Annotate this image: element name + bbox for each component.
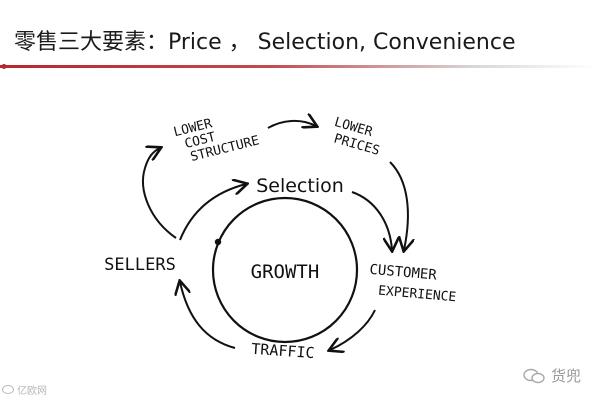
- watermark-logo-icon: [2, 385, 14, 394]
- junction-dot: [214, 238, 222, 246]
- title-underline: [0, 64, 597, 69]
- arrow-sellers-to-lower-cost: [142, 148, 177, 239]
- customer-experience-label: CUSTOMER EXPERIENCE: [369, 262, 457, 306]
- arrow-lower-prices-to-customer: [389, 161, 408, 250]
- arrow-customer-to-traffic: [330, 309, 376, 350]
- arrow-selection-to-customer: [351, 191, 392, 250]
- wechat-icon: [523, 368, 545, 383]
- growth-circle: [211, 196, 359, 344]
- arrow-sellers-to-selection: [179, 184, 246, 241]
- watermark-right: 货兜: [523, 365, 581, 386]
- growth-label: GROWTH: [251, 261, 320, 283]
- watermark-right-text: 货兜: [550, 367, 581, 385]
- customer-line2: EXPERIENCE: [378, 284, 457, 306]
- traffic-label-group: TRAFFIC: [251, 340, 315, 362]
- lower-cost-line2: COST: [183, 130, 217, 152]
- sellers-label: SELLERS: [104, 255, 176, 275]
- arrow-traffic-to-sellers: [180, 282, 236, 349]
- slide-title: 零售三大要素：Price ， Selection, Convenience: [14, 30, 516, 55]
- traffic-label: TRAFFIC: [251, 340, 315, 362]
- watermark-left: 亿欧网: [2, 382, 47, 397]
- watermark-left-text: 亿欧网: [17, 386, 47, 397]
- arrow-lower-cost-to-lower-prices: [267, 121, 316, 129]
- lower-prices-label: LOWER PRICES: [332, 115, 381, 159]
- customer-line1: CUSTOMER: [369, 262, 438, 284]
- selection-label: Selection: [256, 175, 344, 197]
- lower-cost-structure-label: LOWER COST STRUCTURE: [172, 116, 261, 165]
